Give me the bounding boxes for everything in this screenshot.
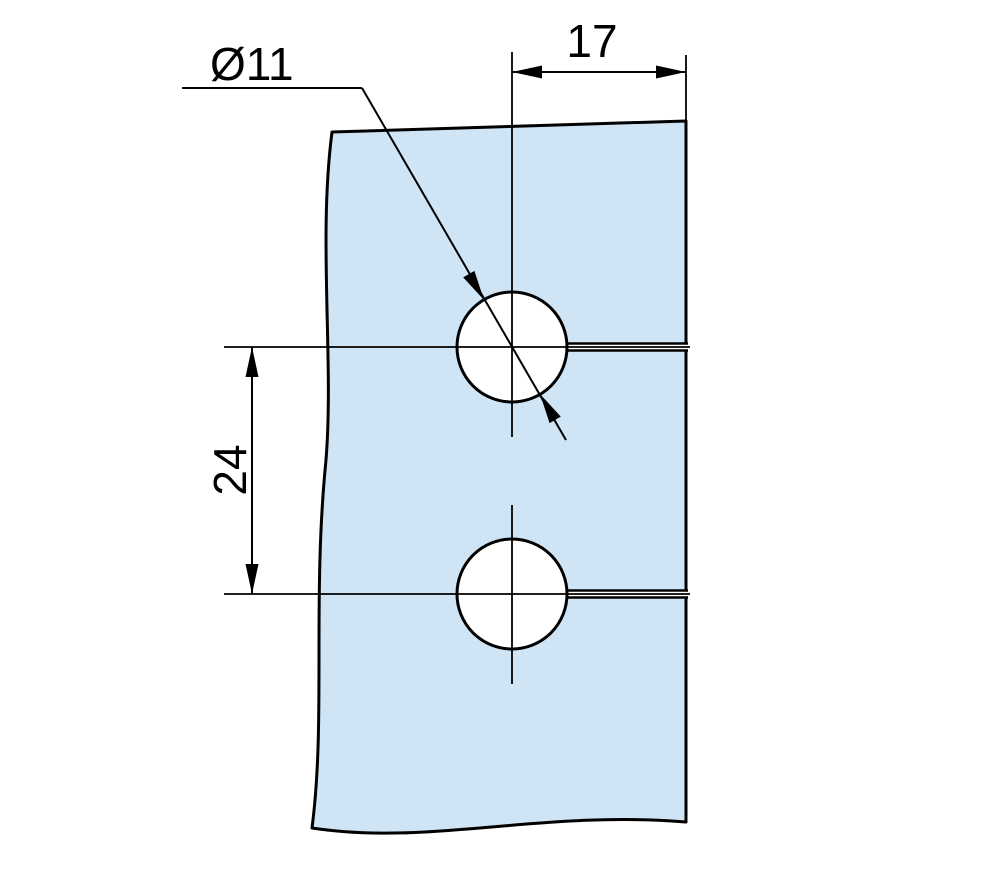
dimension-17-arrow-right xyxy=(656,65,686,79)
dimension-17: 17 xyxy=(512,15,686,79)
dimension-24-arrow-bottom xyxy=(245,564,259,594)
diameter-label: Ø11 xyxy=(210,38,294,90)
dimension-24: 24 xyxy=(204,347,259,594)
diameter-arrow-upper xyxy=(463,270,484,300)
diameter-callout: Ø11 xyxy=(182,38,567,441)
dimension-24-arrow-top xyxy=(245,347,259,377)
centerlines xyxy=(224,52,690,684)
diameter-arrow-lower xyxy=(540,394,561,424)
dimension-24-label: 24 xyxy=(204,444,256,495)
dimension-17-label: 17 xyxy=(566,15,617,67)
diameter-leader-diagonal xyxy=(361,87,567,441)
dimension-17-arrow-left xyxy=(512,65,542,79)
glass-panel xyxy=(310,119,688,835)
